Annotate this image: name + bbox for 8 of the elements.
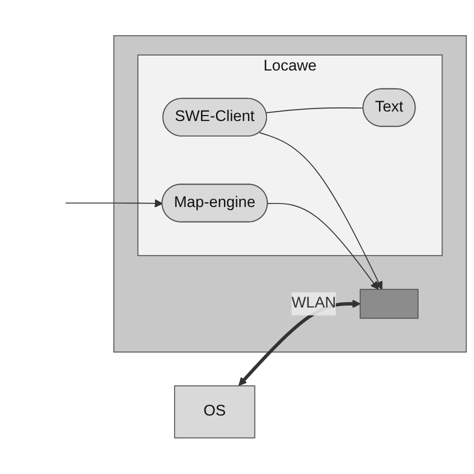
node-box <box>360 289 419 319</box>
cluster <box>113 35 467 353</box>
arrow <box>267 203 379 290</box>
arrow <box>65 199 163 208</box>
connector <box>266 108 364 114</box>
node-box: OS <box>174 386 256 439</box>
arrow <box>259 132 382 290</box>
edge-label: WLAN <box>291 295 336 312</box>
